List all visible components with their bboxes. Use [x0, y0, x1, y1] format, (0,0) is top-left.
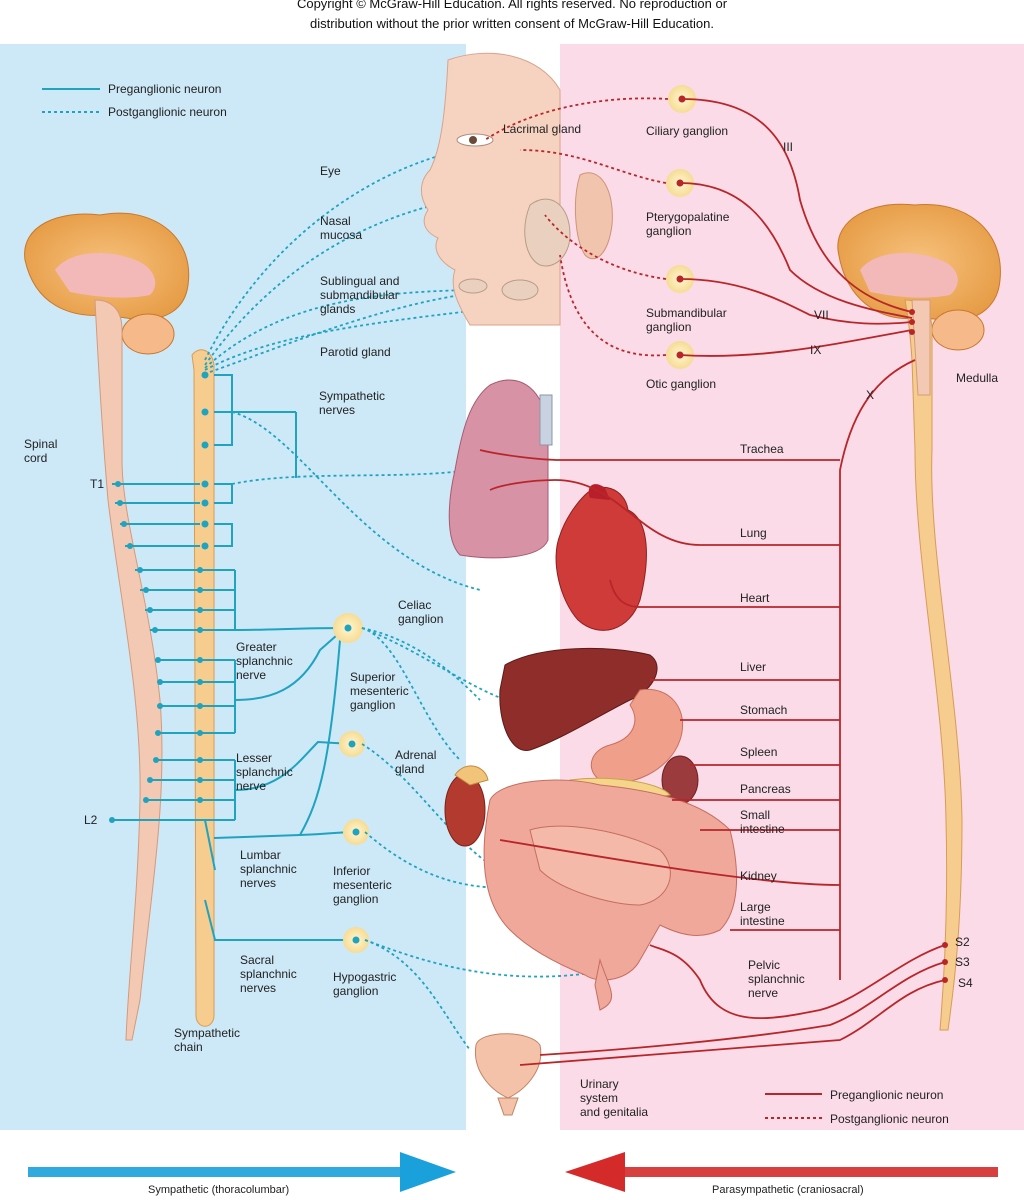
parasympathetic-arrow: [565, 1152, 998, 1192]
celiac-ganglion-label: Celiac ganglion: [398, 598, 444, 626]
kidney-label: Kidney: [740, 869, 777, 883]
liver-label: Liver: [740, 660, 767, 674]
s4-label: S4: [958, 976, 973, 990]
eye-label: Eye: [320, 164, 341, 178]
left-brain: [24, 212, 190, 355]
sacral-splanchnic-label: Sacral splanchnic nerves: [240, 953, 297, 995]
spinal-cord-label: Spinal cord: [24, 437, 58, 465]
cranial-nerve-vii: VII: [814, 308, 829, 322]
spleen-label: Spleen: [740, 745, 778, 759]
left-spinal-cord: [94, 299, 163, 1041]
urinary-system-label: Urinary system and genitalia: [580, 1077, 649, 1119]
sympathetic-footer-label: Sympathetic (thoracolumbar): [148, 1184, 290, 1196]
sympathetic-chain-label: Sympathetic chain: [174, 1026, 241, 1054]
ciliary-ganglion-label: Ciliary ganglion: [646, 124, 729, 138]
bladder-illustration: [474, 1033, 542, 1116]
sympathetic-chain: [191, 349, 215, 1027]
stomach-label: Stomach: [740, 703, 788, 717]
trachea-label: Trachea: [740, 442, 784, 456]
nasal-mucosa-label: Nasal mucosa: [320, 214, 363, 242]
large-intestine-label: Large intestine: [740, 900, 785, 928]
kidney-illustration: [444, 765, 489, 847]
lung-illustration: [448, 379, 553, 559]
medulla-label: Medulla: [956, 371, 999, 385]
sympathetic-arrow: [28, 1152, 456, 1192]
right-spinal-cord: [904, 299, 963, 1031]
l2-label: L2: [84, 813, 98, 827]
legend-post-label-right: Postganglionic neuron: [830, 1112, 949, 1126]
sympathetic-ganglia: [333, 613, 369, 953]
parotid-label: Parotid gland: [320, 345, 391, 359]
pancreas-label: Pancreas: [740, 782, 791, 796]
intestines-illustration: [483, 779, 737, 1011]
adrenal-gland-label: Adrenal gland: [395, 748, 437, 776]
t1-label: T1: [90, 477, 105, 491]
right-brain: [837, 203, 1001, 351]
s3-label: S3: [955, 955, 970, 969]
cranial-nerve-x: X: [866, 388, 875, 402]
inferior-mesenteric-label: Inferior mesenteric ganglion: [333, 864, 392, 906]
heart-label: Heart: [740, 591, 770, 605]
legend-pre-label-left: Preganglionic neuron: [108, 82, 222, 96]
legend-sympathetic: [42, 88, 100, 113]
copyright-line-1: Copyright © McGraw-Hill Education. All r…: [296, 0, 728, 11]
parasympathetic-footer-label: Parasympathetic (craniosacral): [712, 1184, 864, 1196]
superior-mesenteric-label: Superior mesenteric ganglion: [350, 670, 409, 712]
otic-ganglion-label: Otic ganglion: [646, 377, 717, 391]
hypogastric-ganglion-label: Hypogastric ganglion: [333, 970, 397, 998]
pelvic-splanchnic-label: Pelvic splanchnic nerve: [748, 958, 805, 1000]
legend-pre-label-right: Preganglionic neuron: [830, 1088, 944, 1102]
liver-illustration: [499, 647, 658, 751]
thoracolumbar-outflow: [110, 374, 355, 941]
submandibular-ganglion-label: Submandibular ganglion: [646, 306, 727, 334]
cranial-nerve-iii: III: [783, 140, 794, 154]
pterygopalatine-label: Pterygopalatine ganglion: [646, 210, 730, 238]
parasympathetic-postganglionic: [484, 97, 669, 357]
s2-label: S2: [955, 935, 970, 949]
legend-post-label-left: Postganglionic neuron: [108, 105, 227, 119]
cranial-preganglionic: [479, 98, 946, 1066]
small-intestine-label: Small intestine: [740, 808, 785, 836]
greater-splanchnic-label: Greater splanchnic nerve: [236, 640, 293, 682]
lumbar-splanchnic-label: Lumbar splanchnic nerves: [240, 848, 297, 890]
legend-parasympathetic: [765, 1093, 822, 1119]
sympathetic-nerves-label: Sympathetic nerves: [319, 389, 386, 417]
head-illustration: [421, 52, 613, 326]
cranial-nerve-ix: IX: [810, 343, 822, 357]
lesser-splanchnic-label: Lesser splanchnic nerve: [236, 751, 293, 793]
copyright-line-2: distribution without the prior written c…: [310, 16, 714, 31]
sublingual-label: Sublingual and submandibular glands: [320, 274, 400, 316]
sympathetic-background: [0, 44, 466, 1130]
lung-label: Lung: [740, 526, 767, 540]
lacrimal-label: Lacrimal gland: [503, 122, 582, 136]
